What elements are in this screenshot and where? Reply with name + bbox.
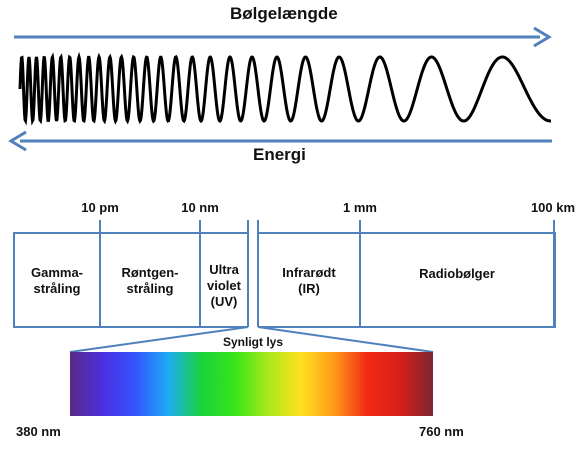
zoom-line-right: [257, 326, 434, 353]
region-infrared: Infrarødt (IR): [258, 265, 360, 297]
spectrum-band-left: [13, 232, 248, 328]
scale-label-10nm: 10 nm: [181, 200, 219, 215]
region-uv: Ultra violet (UV): [200, 262, 248, 310]
region-infrared-line1: Infrarødt: [282, 265, 336, 280]
region-xray: Røntgen- stråling: [100, 265, 200, 297]
scale-label-100km: 100 km: [530, 200, 576, 215]
zoom-line-left: [69, 326, 249, 353]
energy-arrow-head: [8, 130, 27, 152]
region-uv-line2: violet: [207, 278, 241, 293]
scale-label-1mm: 1 mm: [343, 200, 377, 215]
region-uv-line1: Ultra: [209, 262, 239, 277]
energy-arrow: [8, 130, 552, 152]
region-uv-line3: (UV): [210, 294, 238, 309]
region-xray-line2: stråling: [126, 281, 174, 296]
energy-label: Energi: [253, 145, 306, 164]
region-radio-line1: Radiobølger: [419, 266, 495, 281]
region-xray-line1: Røntgen-: [121, 265, 179, 280]
wavelength-arrow-head: [533, 26, 552, 48]
region-infrared-line2: (IR): [298, 281, 320, 296]
visible-min-label: 380 nm: [16, 424, 61, 439]
scale-label-10pm: 10 pm: [81, 200, 119, 215]
region-gamma-line1: Gamma-: [30, 265, 84, 280]
region-gamma-line2: stråling: [33, 281, 81, 296]
wave-curve: [18, 51, 551, 126]
region-radio: Radiobølger: [360, 266, 554, 282]
visible-spectrum-bar: [70, 352, 433, 416]
visible-max-label: 760 nm: [419, 424, 464, 439]
visible-light-title: Synligt lys: [222, 335, 284, 349]
region-gamma: Gamma- stråling: [14, 265, 100, 297]
spectrum-bands: [13, 220, 556, 353]
wavelength-label: Bølgelængde: [230, 4, 338, 23]
wavelength-arrow: [14, 26, 552, 48]
